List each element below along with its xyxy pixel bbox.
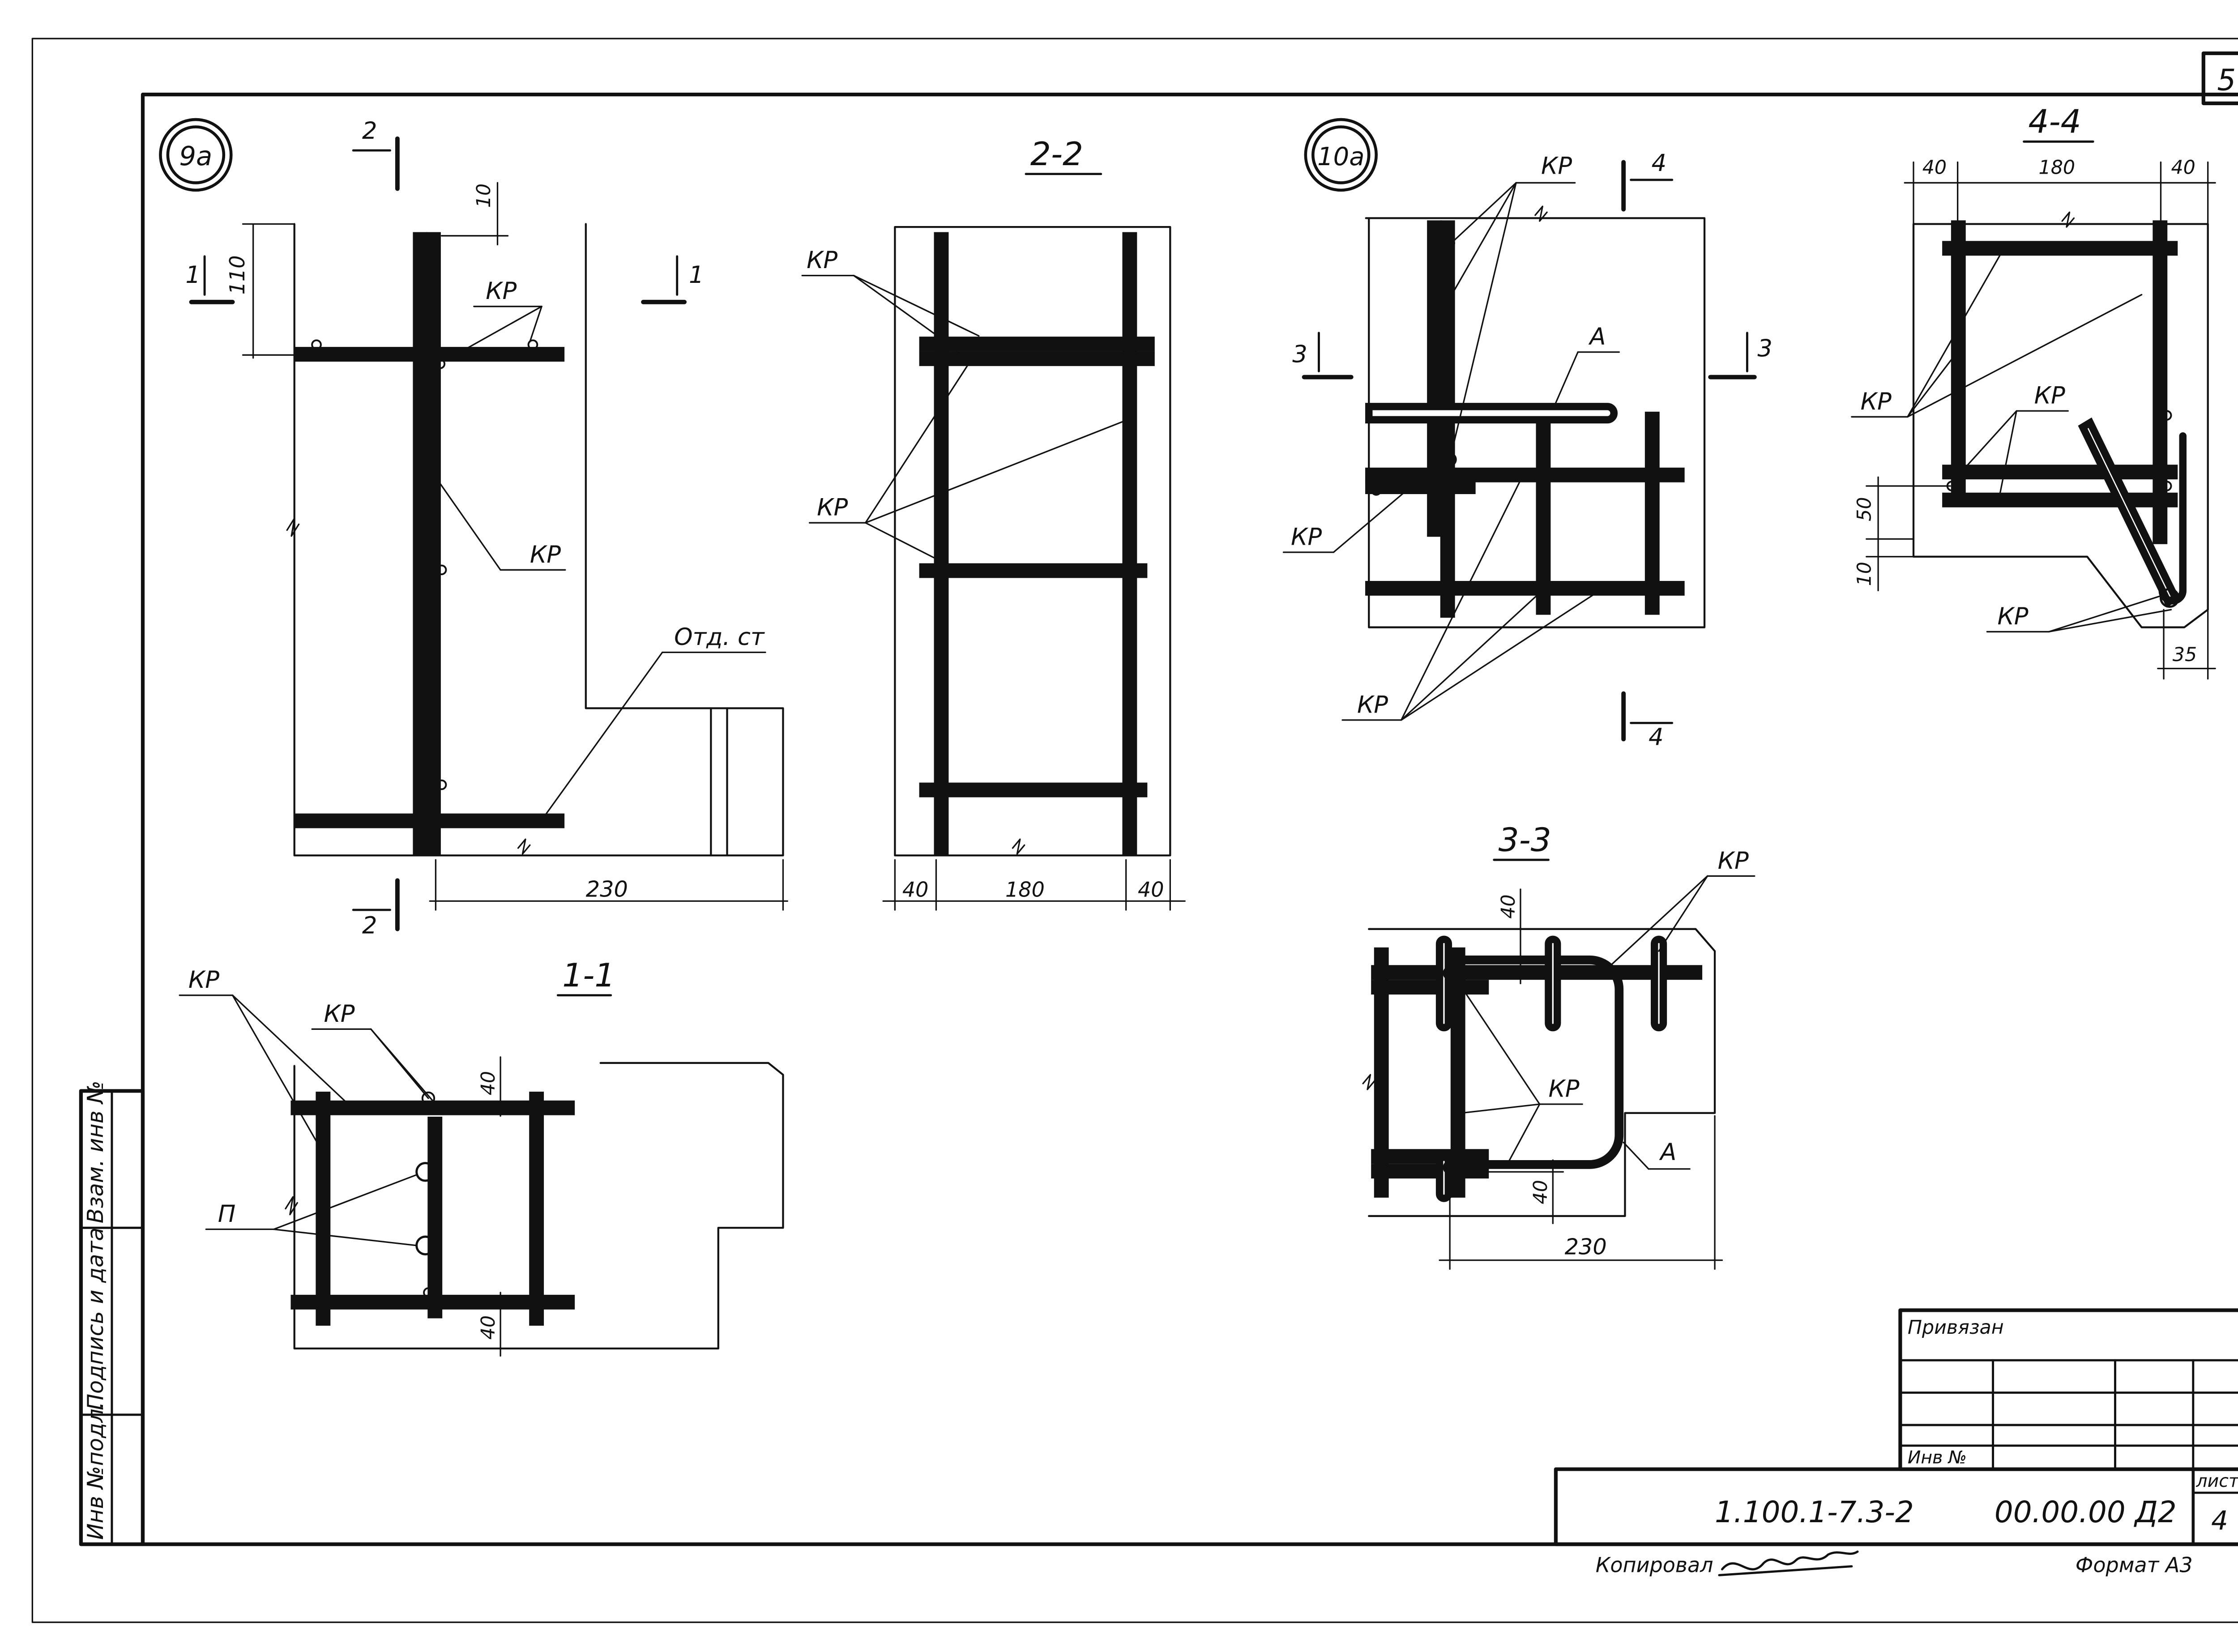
title-2-2: 2-2 (1030, 136, 1083, 173)
label-a-33: А (1659, 1139, 1676, 1166)
dim-22-40-right: 40 (1138, 877, 1164, 901)
view-10a: 10а 4 4 3 3 КР А КР (1282, 118, 1772, 751)
side-stamp: Инв №подл. Подпись и дата Взам. инв № (79, 1080, 145, 1546)
drawing-number: 00.00.00 Д2 (1995, 1495, 2177, 1529)
label-kr-44-3: КР (1997, 603, 2028, 630)
dim-11-40-bottom: 40 (477, 1315, 500, 1340)
label-kr-33-2: КР (1548, 1076, 1579, 1103)
dim-33-230: 230 (1565, 1234, 1607, 1259)
title-block: Привязан Инв № 1.100.1-7.3-2 00.00.00 Д2… (1554, 1308, 2238, 1577)
dim-44-40-left: 40 (1922, 157, 1947, 179)
label-kr-11-2: КР (324, 1000, 354, 1028)
dim-9a-230: 230 (586, 876, 628, 902)
dim-11-40-top: 40 (477, 1071, 500, 1095)
cut-mark-4-top: 4 (1652, 149, 1666, 177)
side-label-inv-podl: Инв №подл. (82, 1402, 108, 1540)
dim-9a-10: 10 (473, 184, 495, 208)
cut-mark-4-bottom: 4 (1649, 724, 1663, 751)
view-3-3: 3-3 КР КР А 40 40 (1362, 821, 1755, 1270)
cut-mark-2-top: 2 (362, 117, 377, 145)
badge-9a: 9а (179, 141, 212, 171)
doc-code: 1.100.1-7.3-2 (1715, 1495, 1914, 1529)
page-number: 57 (2217, 63, 2238, 97)
dim-9a-110: 110 (225, 256, 249, 295)
dim-22-180: 180 (1005, 877, 1045, 901)
inv-no-label: Инв № (1908, 1447, 1967, 1468)
side-label-replace: Взам. инв № (82, 1080, 108, 1223)
sheet-frame: 57 (31, 38, 2238, 1623)
cut-mark-2-bottom: 2 (362, 912, 377, 939)
cut-mark-1-right: 1 (689, 261, 704, 289)
dim-44-180: 180 (2039, 157, 2076, 179)
cut-mark-1-left: 1 (185, 261, 200, 289)
view-4-4: 4-4 КР КР КР 40 180 40 (1851, 103, 2216, 680)
label-kr-44-1: КР (1861, 388, 1892, 415)
dim-33-40-top: 40 (1497, 894, 1520, 918)
badge-10a: 10а (1317, 142, 1364, 171)
format-label: Формат А3 (2076, 1553, 2193, 1577)
label-kr-9a-1: КР (486, 277, 517, 305)
dim-44-40-right: 40 (2171, 157, 2195, 179)
dim-22-40-left: 40 (902, 877, 929, 901)
dim-33-40-bottom: 40 (1529, 1180, 1552, 1204)
label-kr-22-2: КР (817, 494, 848, 521)
title-3-3: 3-3 (1499, 821, 1551, 859)
label-kr-44-2: КР (2034, 382, 2065, 410)
label-otd-st: Отд. ст (674, 623, 765, 651)
copier-signature (1718, 1550, 1859, 1576)
label-kr-10a-3: КР (1357, 691, 1388, 718)
label-kr-22-1: КР (807, 247, 837, 274)
label-kr-10a-1: КР (1541, 153, 1572, 180)
label-p-11: П (218, 1200, 236, 1228)
dim-44-10: 10 (1854, 562, 1876, 586)
title-4-4: 4-4 (2029, 103, 2081, 141)
label-a-10a: А (1589, 323, 1606, 350)
sheet-number: 4 (2211, 1505, 2228, 1536)
copied-by-label: Копировал (1596, 1553, 1713, 1577)
label-kr-11-1: КР (188, 966, 219, 994)
cut-mark-3-left: 3 (1292, 341, 1307, 368)
view-9a: 9а 2 1 1 2 КР КР О (159, 117, 788, 939)
label-kr-33-1: КР (1718, 847, 1749, 875)
title-1-1: 1-1 (562, 957, 615, 995)
label-kr-9a-2: КР (530, 541, 561, 568)
view-1-1: 1-1 КР КР П 40 40 (179, 957, 784, 1357)
dim-44-50: 50 (1854, 497, 1876, 521)
stamp-bound-label: Привязан (1908, 1316, 2004, 1339)
cut-mark-3-right: 3 (1757, 335, 1772, 362)
view-2-2: 2-2 КР КР 40 180 40 (801, 136, 1186, 911)
label-kr-10a-2: КР (1291, 523, 1322, 551)
dim-44-35: 35 (2173, 644, 2197, 666)
side-label-signature: Подпись и дата (82, 1228, 108, 1410)
sheet-label: лист (2195, 1471, 2238, 1491)
